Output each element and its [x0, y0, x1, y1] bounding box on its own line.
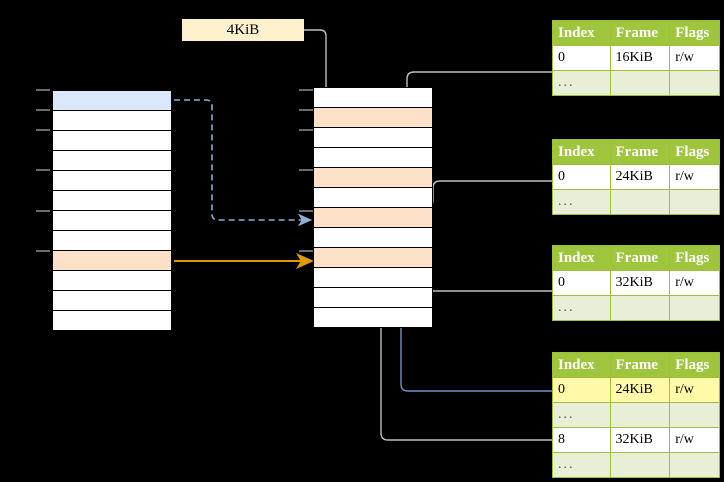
page-table-level-4-cell: ... — [552, 452, 611, 478]
page-table-level-3-cell: ... — [552, 295, 611, 321]
virtual-page-cell — [52, 290, 172, 311]
physical-memory-column — [313, 87, 433, 328]
page-table-level-3-row: ... — [552, 295, 720, 321]
page-table-level-4-cell: r/w — [669, 377, 720, 403]
page-table-level-1-cell: r/w — [669, 45, 720, 71]
physical-frame-cell — [313, 167, 433, 188]
page-table-level-2-cell: ... — [552, 189, 611, 215]
page-table-level-2-header-index: Index — [552, 139, 611, 165]
page-table-level-4-header-frame: Frame — [609, 352, 671, 378]
page-table-level-3-cell: r/w — [669, 270, 720, 296]
wire-table3-to-memory — [410, 265, 552, 292]
page-table-level-4-cell — [609, 452, 671, 478]
page-table-level-2-cell — [669, 189, 720, 215]
page-table-level-4-cell: r/w — [669, 427, 720, 453]
page-table-level-4-header-flags: Flags — [669, 352, 720, 378]
page-table-level-2-header-flags: Flags — [669, 139, 720, 165]
page-table-level-3-cell: 0 — [552, 270, 611, 296]
page-table-level-4-cell: 8 — [552, 427, 611, 453]
page-table-level-4-cell — [609, 402, 671, 428]
page-table-level-1-header-frame: Frame — [609, 20, 671, 46]
page-table-level-3-cell — [609, 295, 671, 321]
virtual-page-cell — [52, 210, 172, 231]
page-table-level-1-header-flags: Flags — [669, 20, 720, 46]
page-table-level-1-cell: ... — [552, 70, 611, 96]
page-table-level-1-row: ... — [552, 70, 720, 96]
page-table-level-4-row: ... — [552, 452, 720, 478]
virtual-page-cell — [52, 270, 172, 291]
physical-frame-cell — [313, 107, 433, 128]
page-table-level-1-cell: 16KiB — [609, 45, 671, 71]
page-table-level-1-cell — [609, 70, 671, 96]
page-table-level-4-cell: ... — [552, 402, 611, 428]
page-table-level-4-cell — [669, 402, 720, 428]
page-table-level-4-cell — [669, 452, 720, 478]
page-table-level-1-cell — [669, 70, 720, 96]
page-table-level-4-cell: 24KiB — [609, 377, 671, 403]
virtual-page-cell — [52, 250, 172, 271]
physical-frame-cell — [313, 227, 433, 248]
virtual-page-cell — [52, 130, 172, 151]
wire-virtual-page-dashed — [174, 99, 313, 227]
page-table-level-3-header-flags: Flags — [669, 245, 720, 271]
page-table-level-3-header-index: Index — [552, 245, 611, 271]
middle-column-ticks — [299, 89, 313, 252]
page-table-level-3-cell: 32KiB — [609, 270, 671, 296]
frame-size-chip: 4KiB — [182, 19, 304, 41]
virtual-page-cell — [52, 190, 172, 211]
frame-size-label: 4KiB — [226, 22, 260, 38]
physical-frame-cell — [313, 187, 433, 208]
physical-frame-cell — [313, 127, 433, 148]
page-table-level-4-cell: 32KiB — [609, 427, 671, 453]
page-table-level-4-cell: 0 — [552, 377, 611, 403]
page-table-level-2-cell: 24KiB — [609, 164, 671, 190]
page-table-level-2-cell: r/w — [669, 164, 720, 190]
page-table-level-4-header-index: Index — [552, 352, 611, 378]
physical-frame-cell — [313, 247, 433, 268]
page-table-level-1-cell: 0 — [552, 45, 611, 71]
page-table-level-3-header-frame: Frame — [609, 245, 671, 271]
left-column-ticks — [36, 89, 50, 252]
page-table-level-2-row: ... — [552, 189, 720, 215]
virtual-page-cell — [52, 110, 172, 131]
virtual-page-cell — [52, 150, 172, 171]
virtual-address-space-column — [52, 90, 172, 331]
physical-frame-cell — [313, 147, 433, 168]
page-table-level-1-header-index: Index — [552, 20, 611, 46]
physical-frame-cell — [313, 207, 433, 228]
page-table-level-2-cell — [609, 189, 671, 215]
virtual-page-cell — [52, 170, 172, 191]
physical-frame-cell — [313, 287, 433, 308]
virtual-page-cell — [52, 230, 172, 251]
wire-table2-to-memory — [414, 180, 552, 233]
page-table-level-2-header-frame: Frame — [609, 139, 671, 165]
physical-frame-cell — [313, 267, 433, 288]
physical-frame-cell — [313, 87, 433, 108]
virtual-page-cell — [52, 310, 172, 331]
virtual-page-cell — [52, 90, 172, 111]
page-table-level-3-cell — [669, 295, 720, 321]
page-table-level-4-row: ... — [552, 402, 720, 428]
page-table-level-2-cell: 0 — [552, 164, 611, 190]
physical-frame-cell — [313, 307, 433, 328]
